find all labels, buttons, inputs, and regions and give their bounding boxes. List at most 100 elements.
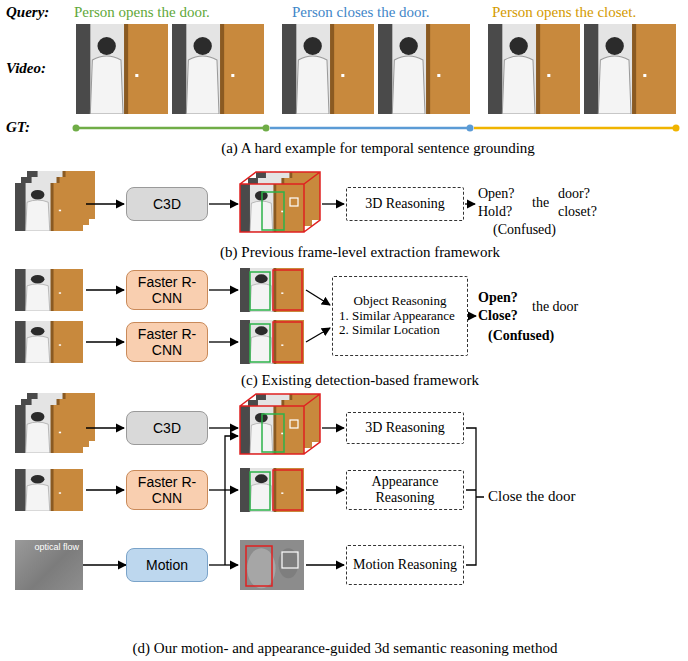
gt-segments: [73, 125, 680, 132]
optical-flow-image: optical flow: [15, 540, 83, 590]
encoder-box: C3D: [126, 411, 208, 445]
query-text: Person closes the door.: [292, 4, 429, 21]
query-text: Person opens the closet.: [492, 4, 636, 21]
gt-dot: [673, 125, 680, 132]
arrow: [209, 341, 238, 342]
panel-c-art: [15, 268, 476, 364]
arrow: [86, 427, 124, 428]
detection-frame: [240, 320, 304, 364]
bbox: [282, 552, 298, 568]
arrow: [465, 203, 475, 204]
arrow: [306, 564, 344, 565]
answer-text: (Confused): [488, 328, 554, 344]
gt-dot: [73, 125, 80, 132]
detector-box: Faster R-CNN: [126, 270, 208, 310]
bbox: [250, 272, 270, 310]
arrow: [209, 489, 238, 490]
gt-line: [76, 127, 266, 130]
answer-text: Close the door: [488, 488, 576, 505]
answer-text: the door: [532, 299, 578, 315]
video-frame: [15, 469, 83, 511]
panel-d-art: [15, 393, 484, 590]
arrow: [469, 315, 476, 316]
node-text: Faster R-CNN: [133, 274, 201, 306]
subfigure-caption: (b) Previous frame-level extraction fram…: [220, 244, 500, 261]
video-frames: [76, 24, 676, 114]
reasoning-box: 3D Reasoning: [346, 187, 464, 221]
answer-text: Hold?: [478, 204, 512, 220]
answer-text: Close?: [478, 308, 518, 324]
motion-box: Motion: [126, 548, 208, 582]
video-frame: [584, 24, 676, 114]
video-frame: [15, 269, 83, 311]
bbox: [250, 472, 270, 510]
node-text: 3D Reasoning: [353, 196, 457, 212]
reasoning-box: Motion Reasoning: [346, 545, 464, 585]
arrow: [209, 427, 238, 428]
answer-text: door?: [558, 186, 590, 202]
arrow: [209, 289, 238, 290]
node-text: Faster R-CNN: [133, 326, 201, 358]
row-label: Video:: [6, 60, 46, 77]
bbox: [250, 324, 270, 362]
node-text: Faster R-CNN: [133, 474, 201, 506]
arrow: [322, 203, 344, 204]
bracket: [466, 428, 484, 565]
gt-line: [270, 127, 470, 130]
frame-stack: [15, 183, 83, 231]
arrow: [86, 289, 124, 290]
gt-dot: [263, 125, 270, 132]
encoder-box: C3D: [126, 187, 208, 221]
answer-text: Open?: [478, 290, 518, 306]
frame-stack: [15, 405, 83, 453]
answer-text: Open?: [478, 186, 515, 202]
feature-cube: [240, 406, 304, 454]
arrow: [209, 203, 238, 204]
node-text: C3D: [133, 420, 201, 436]
node-text: Object Reasoning: [339, 294, 461, 309]
reasoning-box: 3D Reasoning: [346, 412, 464, 444]
bbox: [273, 270, 302, 310]
row-label: Query:: [6, 4, 49, 21]
node-text: Motion Reasoning: [353, 557, 457, 573]
reasoning-box: Object Reasoning1. Similar Appearance2. …: [332, 276, 468, 356]
arrow: [86, 341, 124, 342]
bbox: [262, 192, 284, 230]
gt-dot: [467, 125, 474, 132]
bbox: [290, 198, 298, 206]
node-text: optical flow: [19, 542, 79, 552]
video-frame: [15, 321, 83, 363]
video-frame: [488, 24, 580, 114]
video-frame: [282, 24, 374, 114]
node-text: 3D Reasoning: [353, 420, 457, 436]
arrow: [86, 489, 124, 490]
connector-arrow: [83, 564, 126, 565]
node-text: 1. Similar Appearance: [339, 309, 461, 324]
node-text: C3D: [133, 196, 201, 212]
arrow: [306, 489, 344, 490]
panel-b-art: [15, 171, 475, 232]
answer-text: closet?: [558, 204, 597, 220]
node-text: Appearance Reasoning: [353, 474, 457, 506]
subfigure-caption: (c) Existing detection-based framework: [241, 372, 479, 389]
bbox: [290, 420, 298, 428]
arrow: [306, 290, 330, 305]
arrow: [86, 203, 124, 204]
video-frame: [172, 24, 264, 114]
motion-guide-arrow: [225, 436, 238, 565]
detection-frame: [240, 268, 304, 312]
bbox: [273, 322, 302, 362]
row-label: GT:: [6, 119, 30, 136]
video-frame: [378, 24, 470, 114]
cube-outline: [240, 172, 320, 232]
bbox: [273, 470, 302, 510]
arrow: [306, 328, 330, 342]
answer-text: the: [532, 195, 549, 211]
arrow: [209, 564, 238, 565]
node-text: Motion: [133, 557, 201, 573]
detection-frame: [240, 468, 304, 512]
answer-text: (Confused): [493, 222, 556, 238]
video-frame: [76, 24, 168, 114]
